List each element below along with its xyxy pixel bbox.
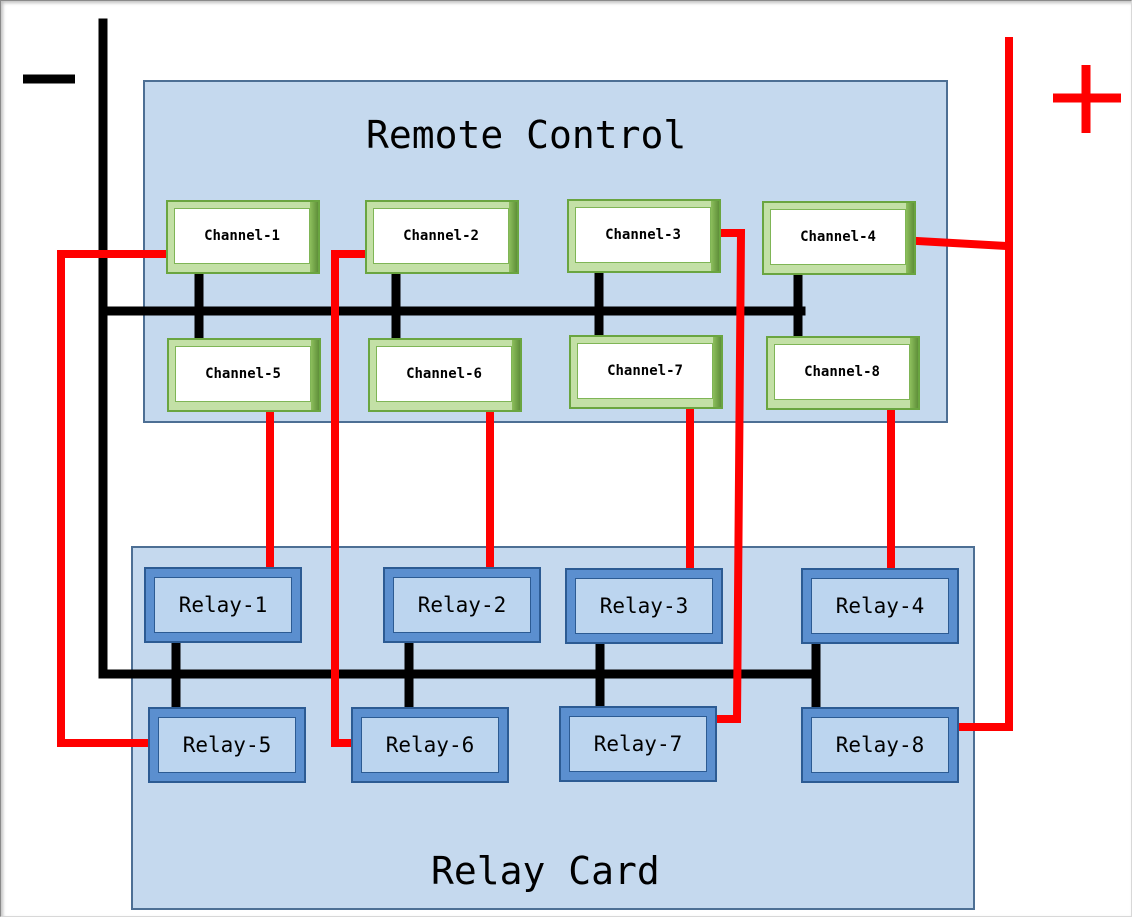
relay-4: Relay-4: [801, 568, 959, 644]
channel-6-label: Channel-6: [406, 366, 482, 382]
relay-1-label: Relay-1: [178, 593, 268, 617]
relay-card-title: Relay Card: [431, 849, 660, 893]
relay-5-label: Relay-5: [182, 733, 272, 757]
wire-channel-3-relay-7: [715, 229, 746, 723]
channel-5-label: Channel-5: [205, 366, 281, 382]
channel-6-button[interactable]: Channel-6: [368, 338, 522, 412]
channel-7-label: Channel-7: [607, 363, 683, 379]
relay-3: Relay-3: [565, 568, 723, 644]
relay-2-label: Relay-2: [417, 593, 507, 617]
relay-2: Relay-2: [383, 567, 541, 643]
channel-1-button[interactable]: Channel-1: [166, 200, 320, 274]
relay-8: Relay-8: [801, 707, 959, 783]
channel-3-button[interactable]: Channel-3: [567, 199, 721, 273]
wire-channel-2-relay-6: [331, 250, 371, 747]
channel-5-button[interactable]: Channel-5: [167, 338, 321, 412]
remote-control-title: Remote Control: [366, 113, 687, 157]
channel-7-button[interactable]: Channel-7: [569, 335, 723, 409]
channel-3-label: Channel-3: [605, 227, 681, 243]
channel-4-button[interactable]: Channel-4: [762, 201, 916, 275]
channel-8-button[interactable]: Channel-8: [766, 336, 920, 410]
wire-channel-1-relay-5: [57, 250, 173, 747]
channel-4-label: Channel-4: [800, 229, 876, 245]
relay-5: Relay-5: [148, 707, 306, 783]
relay-6-label: Relay-6: [385, 733, 475, 757]
relay-4-label: Relay-4: [835, 594, 925, 618]
relay-7: Relay-7: [559, 706, 717, 782]
relay-8-label: Relay-8: [835, 733, 925, 757]
channel-8-label: Channel-8: [804, 364, 880, 380]
channel-2-button[interactable]: Channel-2: [365, 200, 519, 274]
relay-3-label: Relay-3: [599, 594, 689, 618]
positive-terminal-sign: [1053, 65, 1121, 133]
channel-2-label: Channel-2: [403, 228, 479, 244]
relay-1: Relay-1: [144, 567, 302, 643]
positive-wires: [57, 37, 1013, 747]
channel-1-label: Channel-1: [204, 228, 280, 244]
negative-bus: [98, 18, 821, 714]
relay-7-label: Relay-7: [593, 732, 683, 756]
relay-6: Relay-6: [351, 707, 509, 783]
